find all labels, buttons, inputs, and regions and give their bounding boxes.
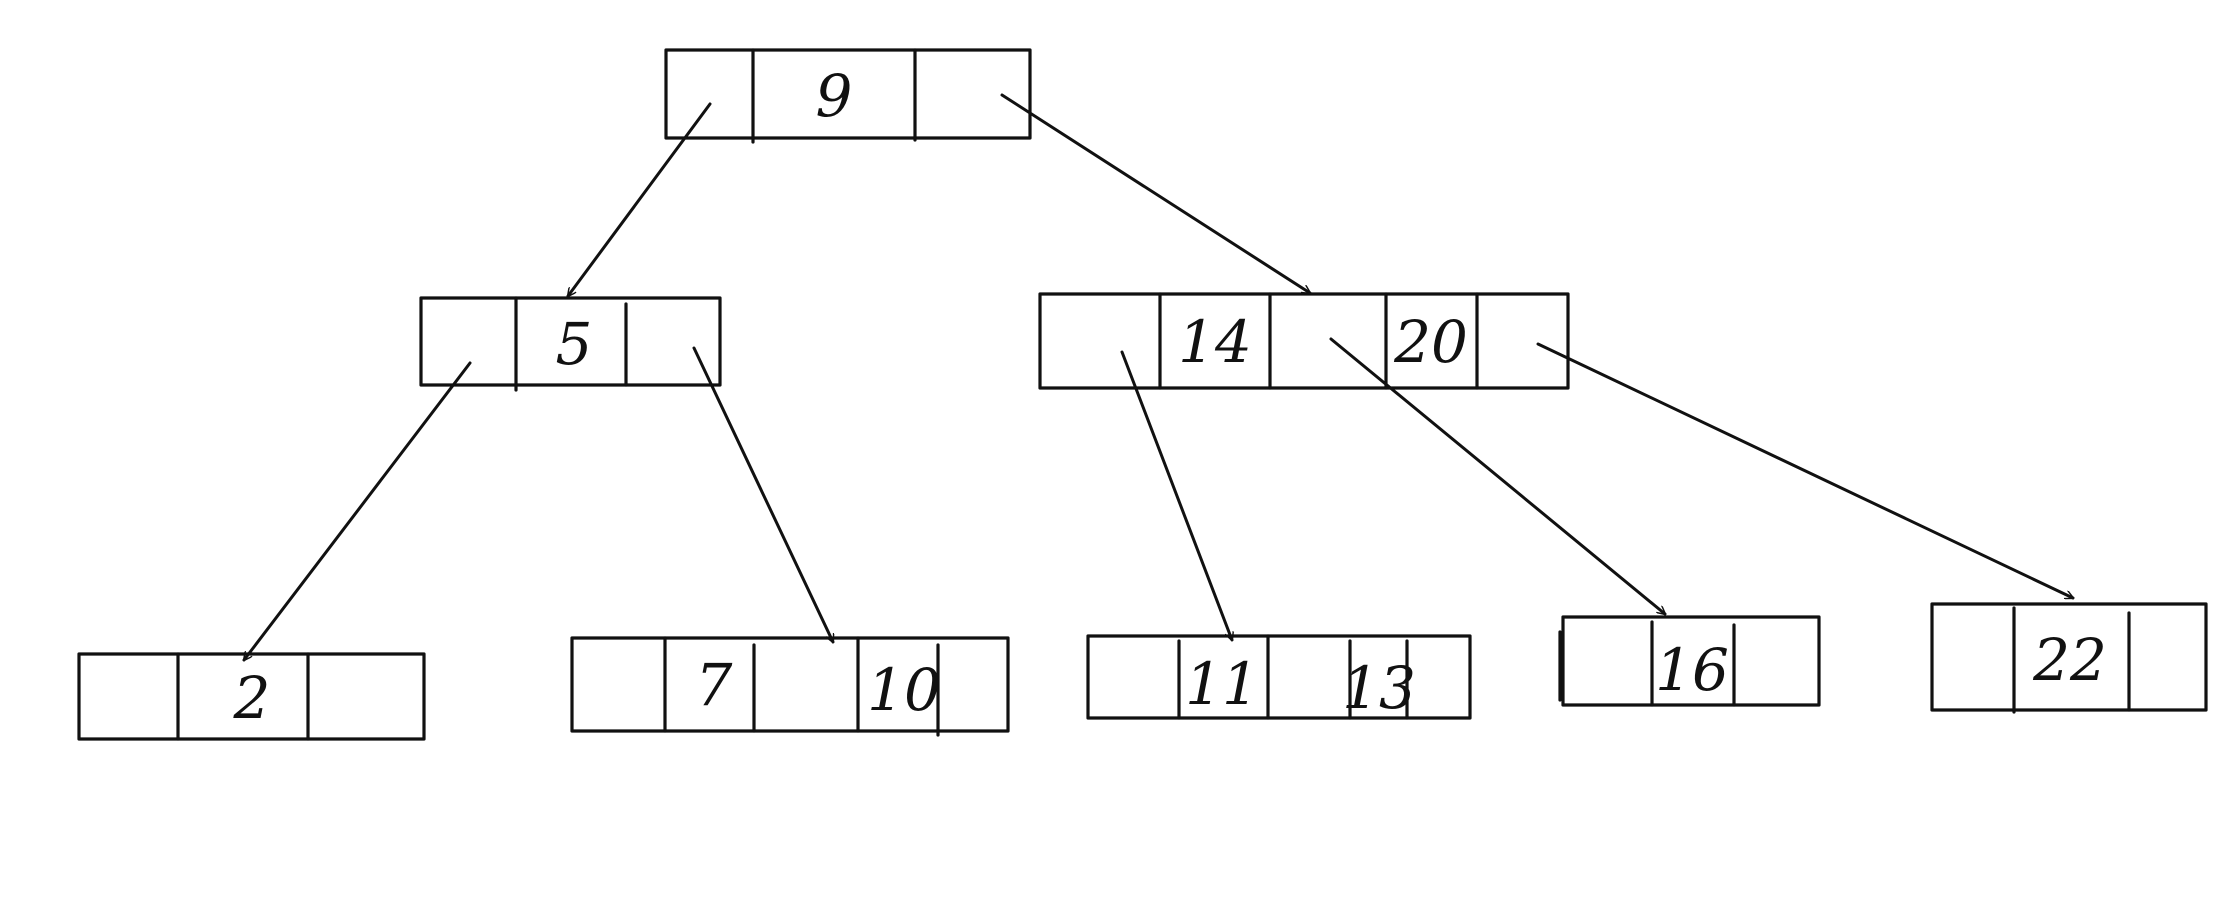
node-leaf-1: 2: [77, 652, 426, 741]
edge-root-to-right: [1000, 93, 1310, 295]
node-left: 5: [419, 296, 722, 392]
key-leaf1-1: 2: [233, 664, 271, 732]
key-leaf3-2: 13: [1342, 654, 1416, 722]
node-leaf-4: 16: [1558, 615, 1821, 707]
edge-left-to-leaf1: [244, 361, 472, 660]
key-right-2: 20: [1393, 308, 1468, 376]
node-leaf-2: 7 10: [570, 636, 1010, 737]
edges: [244, 93, 2073, 660]
key-root-1: 9: [816, 62, 853, 130]
edge-left-to-leaf2: [692, 346, 835, 642]
edge-root-to-left: [566, 102, 712, 296]
edge-right-to-leaf4: [1329, 337, 1665, 614]
key-left-1: 5: [556, 310, 593, 378]
key-leaf3-1: 11: [1185, 650, 1259, 718]
edge-right-to-leaf5: [1536, 342, 2073, 600]
node-right: 14 20: [1038, 292, 1570, 390]
key-leaf5-1: 22: [2032, 626, 2107, 694]
key-right-1: 14: [1178, 308, 1252, 376]
key-leaf2-2: 10: [867, 656, 941, 724]
node-leaf-5: 22: [1930, 602, 2208, 714]
edge-right-to-leaf3: [1120, 350, 1232, 640]
key-leaf4-1: 16: [1655, 636, 1729, 704]
node-leaf-3: 11 13: [1086, 634, 1472, 722]
key-leaf2-1: 7: [696, 651, 733, 719]
node-root: 9: [664, 48, 1032, 144]
